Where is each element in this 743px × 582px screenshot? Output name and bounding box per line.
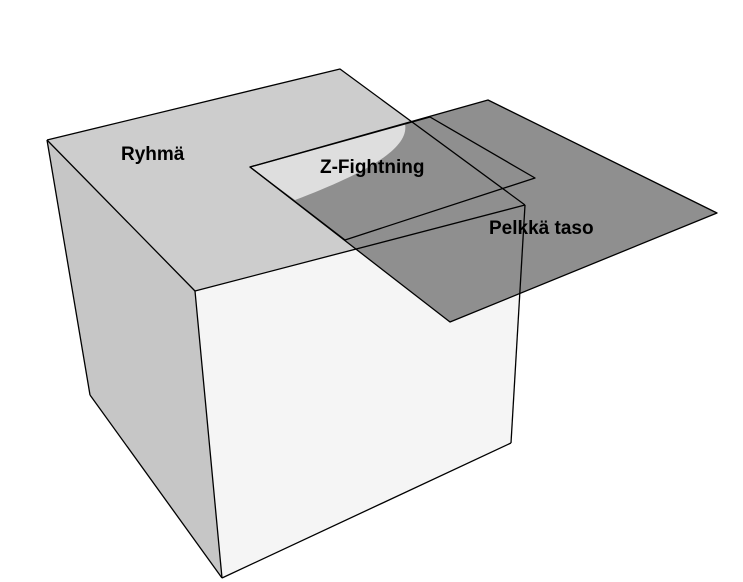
- zfighting-highlight: [250, 124, 406, 200]
- group-label: Ryhmä: [121, 144, 185, 165]
- zfighting-area: [250, 124, 406, 200]
- zfighting-label: Z-Fightning: [320, 157, 424, 178]
- cube-edges: [46, 68, 526, 579]
- zfighting-outline: [249, 116, 536, 241]
- cube-left-face: [47, 140, 222, 578]
- plane-label: Pelkkä taso: [489, 218, 594, 239]
